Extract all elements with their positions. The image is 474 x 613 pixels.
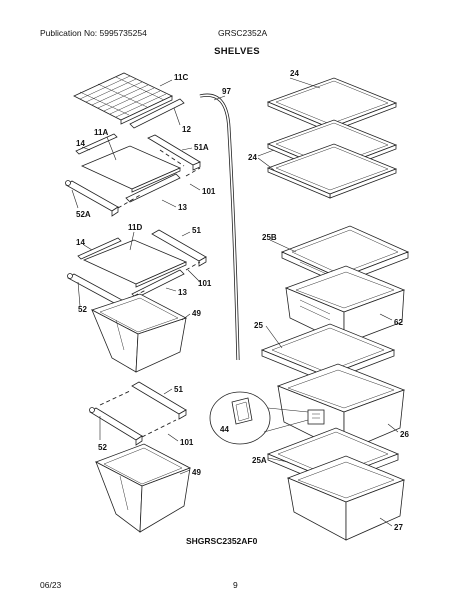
trim-strip-14-b <box>77 237 122 260</box>
callout-14-a: 14 <box>76 139 85 148</box>
callout-52: 52 <box>78 305 87 314</box>
page-number: 9 <box>233 580 238 590</box>
callout-44: 44 <box>220 425 229 434</box>
callout-62: 62 <box>394 318 403 327</box>
callout-51a: 51A <box>194 143 209 152</box>
tube-97 <box>199 93 240 361</box>
callout-24-top: 24 <box>290 69 299 78</box>
side-rail-51-lower <box>131 381 187 420</box>
callout-25: 25 <box>254 321 263 330</box>
callout-51: 51 <box>192 226 201 235</box>
callout-101-c: 101 <box>180 438 194 447</box>
callout-12: 12 <box>182 125 191 134</box>
model-number: GRSC2352A <box>218 28 268 38</box>
door-bin-49-upper <box>90 293 188 373</box>
front-trim-13-a <box>125 173 181 203</box>
callout-13-a: 13 <box>178 203 187 212</box>
detail-bubble-44 <box>209 391 309 445</box>
crisper-drawer-27 <box>286 455 406 541</box>
callout-14-b: 14 <box>76 238 85 247</box>
callout-11d: 11D <box>128 223 142 232</box>
leader-lines <box>71 77 399 527</box>
glass-shelf-11d <box>82 239 188 288</box>
callout-24-side: 24 <box>248 153 257 162</box>
wire-shelf-11c <box>73 72 173 125</box>
side-rail-52a <box>65 180 119 217</box>
glass-shelf-11a <box>81 145 181 193</box>
side-rail-52-lower <box>89 407 143 446</box>
diagram-reference: SHGRSC2352AF0 <box>186 536 258 546</box>
callout-101-b: 101 <box>198 279 212 288</box>
callout-49-upper: 49 <box>192 309 201 318</box>
callout-97: 97 <box>222 87 231 96</box>
trim-strip-14-a <box>75 133 118 155</box>
callout-52-lower: 52 <box>98 443 107 452</box>
publication-number: Publication No: 5995735254 <box>40 28 147 38</box>
page-title: SHELVES <box>214 46 260 57</box>
callout-52a: 52A <box>76 210 91 219</box>
callout-11a: 11A <box>94 128 108 137</box>
footer-date: 06/23 <box>40 580 62 590</box>
glass-shelf-24-bottom <box>266 143 398 199</box>
callout-27: 27 <box>394 523 403 532</box>
door-bin-49-lower <box>95 443 191 533</box>
callout-101-a: 101 <box>202 187 216 196</box>
callout-49-lower: 49 <box>192 468 201 477</box>
callout-13-b: 13 <box>178 288 187 297</box>
callout-25b: 25B <box>262 233 277 242</box>
callout-51-lower: 51 <box>174 385 183 394</box>
side-rail-51a <box>147 134 201 171</box>
callout-26: 26 <box>400 430 409 439</box>
side-rail-51 <box>151 229 207 267</box>
trim-strip-12 <box>129 98 185 129</box>
callout-11c: 11C <box>174 73 188 82</box>
callout-25a: 25A <box>252 456 267 465</box>
